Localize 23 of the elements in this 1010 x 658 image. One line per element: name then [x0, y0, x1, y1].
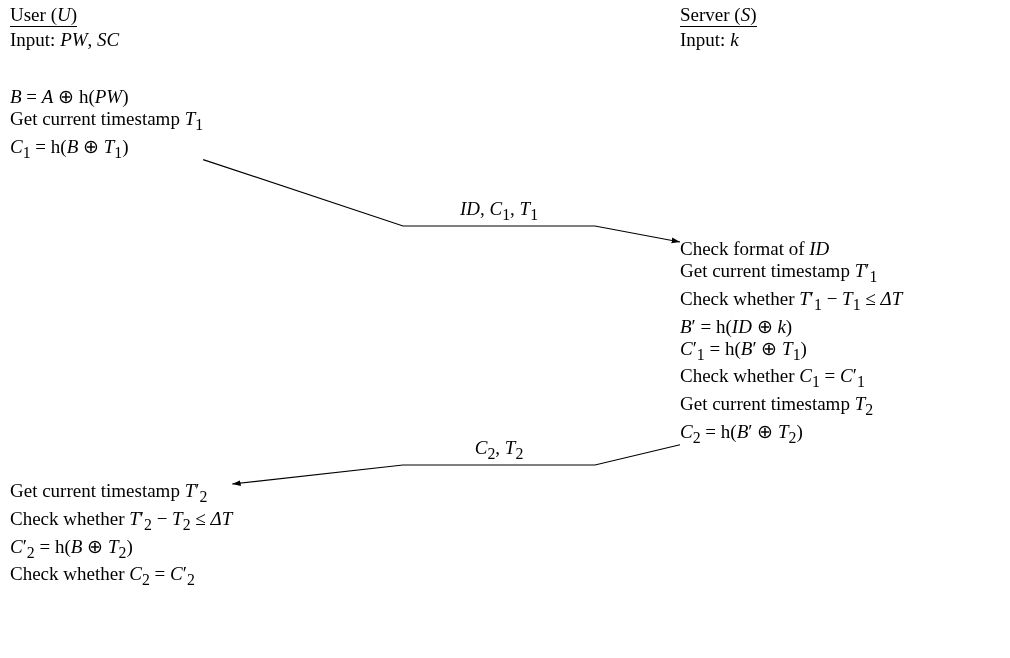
protocol-step: Get current timestamp T′$_{2}$: [10, 480, 208, 508]
protocol-step: Check whether T′$_{2}$ − T$_{2}$ ≤ ΔT: [10, 507, 233, 536]
protocol-step: C$_{2}$ = h(B′ ⊕ T$_{2}$): [680, 421, 803, 449]
party-heading: Server (S): [680, 4, 757, 27]
input-text: Input: PW, SC: [10, 29, 120, 51]
input-text: Input: k: [680, 29, 739, 51]
protocol-step: Check format of ID: [680, 238, 830, 260]
protocol-step: C$_{1}$ = h(B ⊕ T$_{1}$): [10, 135, 129, 164]
protocol-step: Check whether T′$_{1}$ − T$_{1}$ ≤ ΔT: [680, 287, 903, 316]
protocol-step: Get current timestamp T′$_{1}$: [680, 260, 878, 288]
protocol-step: Check whether C$_{1}$ = C′$_{1}$: [680, 365, 865, 394]
party-heading: User (U): [10, 4, 77, 27]
protocol-step: Get current timestamp T$_{2}$: [680, 393, 874, 421]
protocol-step: Get current timestamp T$_{1}$: [10, 108, 204, 136]
protocol-step: C′$_{1}$ = h(B′ ⊕ T$_{1}$): [680, 337, 807, 366]
protocol-step: Check whether C$_{2}$ = C′$_{2}$: [10, 563, 195, 592]
message-label: C$_{2}$, T$_{2}$: [474, 437, 524, 464]
message-arrow: [231, 444, 681, 486]
message-arrow: [202, 159, 681, 244]
protocol-step: C′$_{2}$ = h(B ⊕ T$_{2}$): [10, 535, 133, 564]
protocol-step: B = A ⊕ h(PW): [10, 86, 129, 108]
message-label: ID, C$_{1}$, T$_{1}$: [459, 198, 539, 225]
protocol-step: B′ = h(ID ⊕ k): [680, 315, 793, 338]
